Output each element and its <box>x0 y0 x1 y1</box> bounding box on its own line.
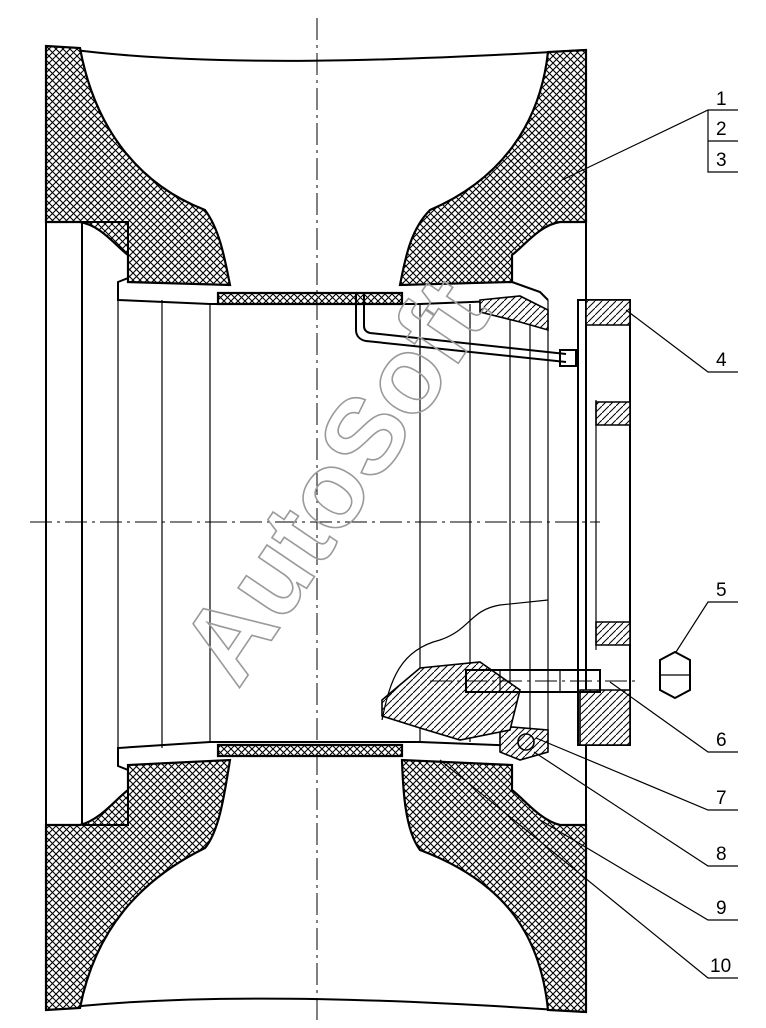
rim-base <box>210 299 549 747</box>
rim-left <box>81 221 211 826</box>
hub-disc <box>577 299 631 746</box>
rim-right-flange <box>479 281 549 761</box>
callout-2: 2 <box>716 119 727 140</box>
callout-8: 8 <box>716 844 727 865</box>
tire-upper-left <box>44 44 232 287</box>
tire-lower-left <box>44 758 232 1012</box>
hub-break-line <box>381 599 549 721</box>
callout-1: 1 <box>716 89 727 110</box>
tire-upper-right <box>398 48 588 287</box>
callout-10: 10 <box>710 956 731 977</box>
valve-stem <box>355 292 577 367</box>
tire-lower-right <box>400 758 588 1014</box>
callout-5: 5 <box>716 580 727 601</box>
callout-9: 9 <box>716 898 727 919</box>
hub-casting <box>381 661 521 741</box>
callout-4: 4 <box>716 350 727 371</box>
callout-numbers: 1 2 3 4 5 6 7 8 9 10 <box>710 89 731 977</box>
callout-6: 6 <box>716 730 727 751</box>
leader-lines <box>439 109 738 979</box>
tube-band-top <box>216 291 404 306</box>
nut <box>659 650 691 700</box>
callout-7: 7 <box>716 788 727 809</box>
callout-3: 3 <box>716 150 727 171</box>
tube-band-bottom <box>216 743 404 758</box>
